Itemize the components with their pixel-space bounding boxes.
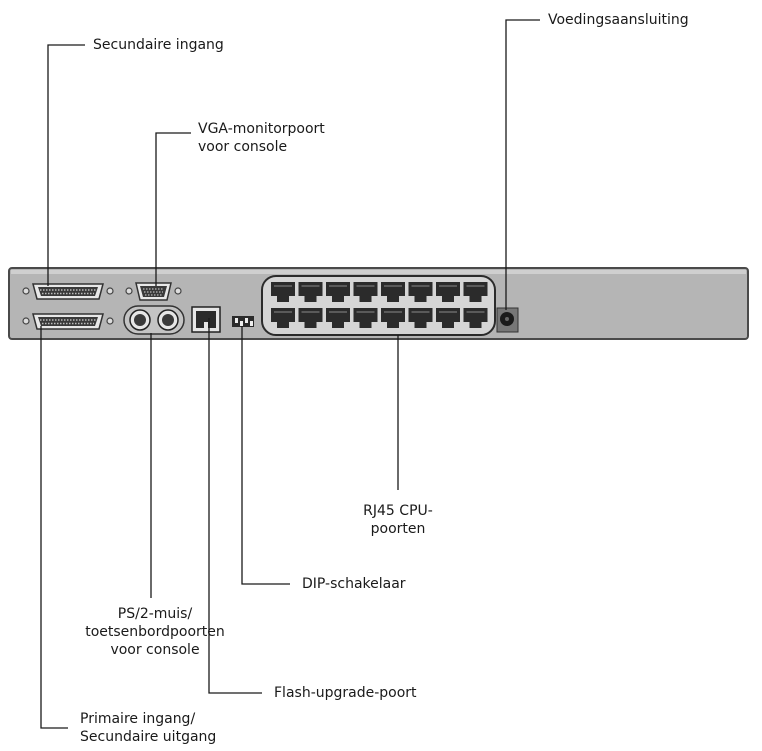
vga-connector	[125, 282, 182, 301]
label-rj45-line1: RJ45 CPU-	[363, 503, 433, 519]
leader-flash	[208, 318, 262, 694]
label-vga-port: VGA-monitorpoort voor console	[198, 120, 325, 156]
label-dip: DIP-schakelaar	[302, 576, 406, 592]
label-power: Voedingsaansluiting	[548, 12, 689, 28]
rj45-port	[326, 282, 350, 302]
rj45-port	[436, 282, 460, 302]
rj45-port	[381, 308, 405, 328]
rj45-port	[298, 308, 323, 328]
leader-power	[505, 19, 540, 310]
label-secondary-input: Secundaire ingang	[93, 37, 224, 53]
rj45-port	[271, 308, 295, 328]
power-connector	[496, 307, 519, 333]
label-ps2-line3: voor console	[110, 642, 200, 658]
label-rj45: RJ45 CPU- poorten	[350, 502, 446, 538]
primary-input-connector	[22, 313, 114, 330]
chassis-highlight	[11, 270, 746, 274]
rj45-port	[271, 282, 295, 302]
label-rj45-line2: poorten	[370, 521, 426, 537]
flash-upgrade-port	[191, 306, 221, 333]
leader-dip	[241, 326, 290, 585]
label-ps2: PS/2-muis/ toetsenbordpoorten voor conso…	[70, 605, 240, 659]
leader-primary-input	[40, 326, 68, 729]
dip-switch	[232, 316, 254, 327]
rj45-port	[353, 308, 378, 328]
rj45-port	[298, 282, 323, 302]
rj45-port	[463, 282, 488, 302]
label-flash: Flash-upgrade-poort	[274, 685, 417, 701]
leader-lines	[40, 19, 540, 729]
label-ps2-line2: toetsenbordpoorten	[85, 624, 225, 640]
rj45-port	[353, 282, 378, 302]
rj45-port	[381, 282, 405, 302]
ps2-ports	[123, 305, 185, 335]
secondary-input-connector	[22, 283, 114, 300]
leader-secondary-input	[47, 44, 85, 286]
label-primary-input: Primaire ingang/ Secundaire uitgang	[80, 710, 216, 746]
rj45-port	[326, 308, 350, 328]
rj45-port	[408, 282, 433, 302]
leader-vga	[155, 132, 191, 286]
label-primary-input-line1: Primaire ingang/	[80, 711, 196, 727]
rj45-port	[436, 308, 460, 328]
label-vga-port-line1: VGA-monitorpoort	[198, 121, 325, 137]
label-ps2-line1: PS/2-muis/	[117, 606, 193, 622]
rj45-bank-outline	[261, 275, 496, 336]
rj45-port	[408, 308, 433, 328]
label-primary-input-line2: Secundaire uitgang	[80, 729, 217, 745]
label-vga-port-line2: voor console	[198, 139, 288, 155]
rj45-cpu-ports	[271, 282, 488, 328]
rj45-port	[463, 308, 488, 328]
